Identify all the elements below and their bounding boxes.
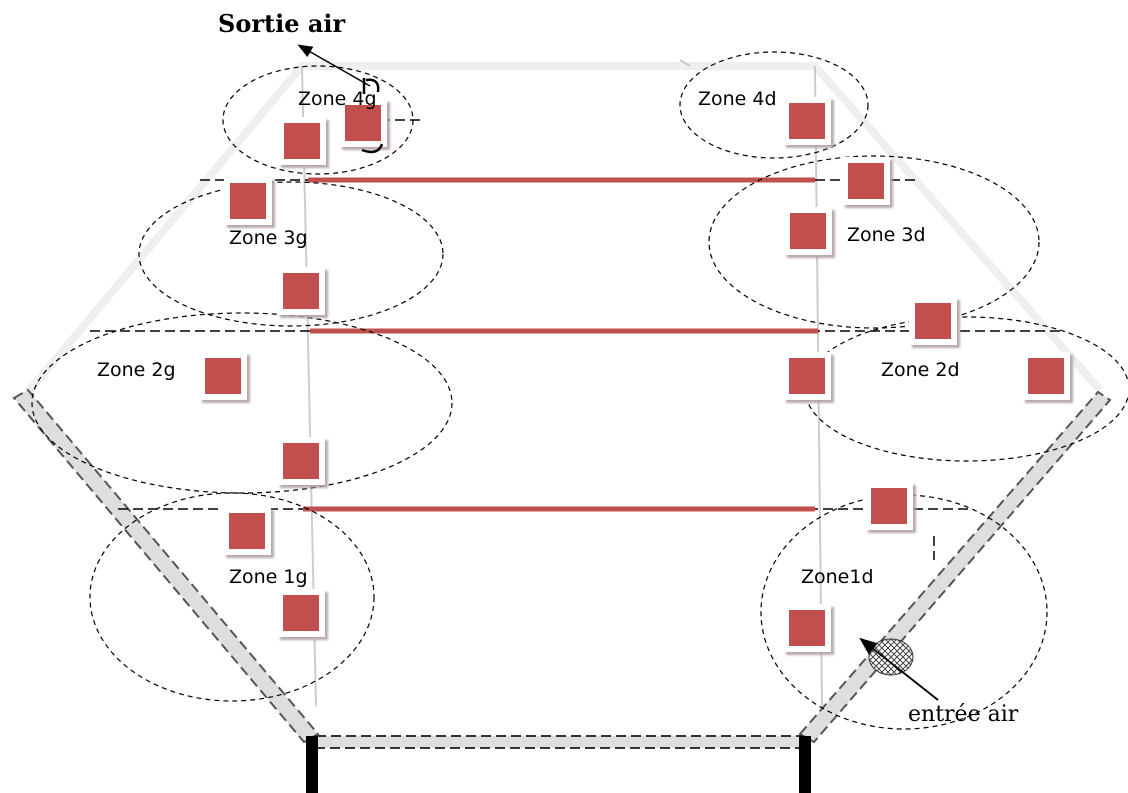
sensor-box	[909, 297, 957, 345]
vertical-guides	[301, 65, 823, 707]
sensor-box	[277, 437, 325, 485]
zone-3d-label: Zone 3d	[847, 224, 926, 246]
sensor-box	[199, 352, 247, 400]
zone-3g-label: Zone 3g	[229, 227, 308, 249]
sensor-box	[783, 97, 831, 145]
zone-2d-label: Zone 2d	[881, 359, 960, 381]
sensor-box	[842, 157, 890, 205]
sensor-box	[339, 99, 387, 147]
air-inlet-icon	[868, 638, 914, 676]
lower-walls	[12, 388, 1112, 749]
heating-bars	[303, 177, 818, 512]
sensor-box	[784, 207, 832, 255]
zone-ellipses	[31, 51, 1128, 730]
sensor-box	[277, 267, 325, 315]
inlet-label: entrée air	[908, 702, 1019, 727]
base-posts	[306, 736, 811, 793]
sensor-box	[1022, 352, 1070, 400]
sensor-box	[783, 604, 831, 652]
roof-frame	[24, 62, 1104, 395]
sensors	[199, 97, 1070, 652]
roof-tick	[679, 59, 691, 67]
zone-4d-label: Zone 4d	[698, 88, 777, 110]
sensor-box	[277, 589, 325, 637]
sensor-box	[223, 507, 271, 555]
zone-4g-label: Zone 4g	[298, 88, 377, 110]
sensor-box	[224, 177, 272, 225]
outlet-label: Sortie air	[218, 9, 345, 38]
zone-1g-label: Zone 1g	[229, 566, 308, 588]
outlet-fan	[361, 78, 384, 154]
sensor-box	[278, 117, 326, 165]
outlet-arrow	[297, 44, 371, 87]
inlet-arrow	[859, 637, 939, 701]
sensor-box	[865, 482, 913, 530]
zone-1d-label: Zone1d	[801, 566, 874, 588]
zone-2g-label: Zone 2g	[97, 359, 176, 381]
sensor-box	[783, 352, 831, 400]
